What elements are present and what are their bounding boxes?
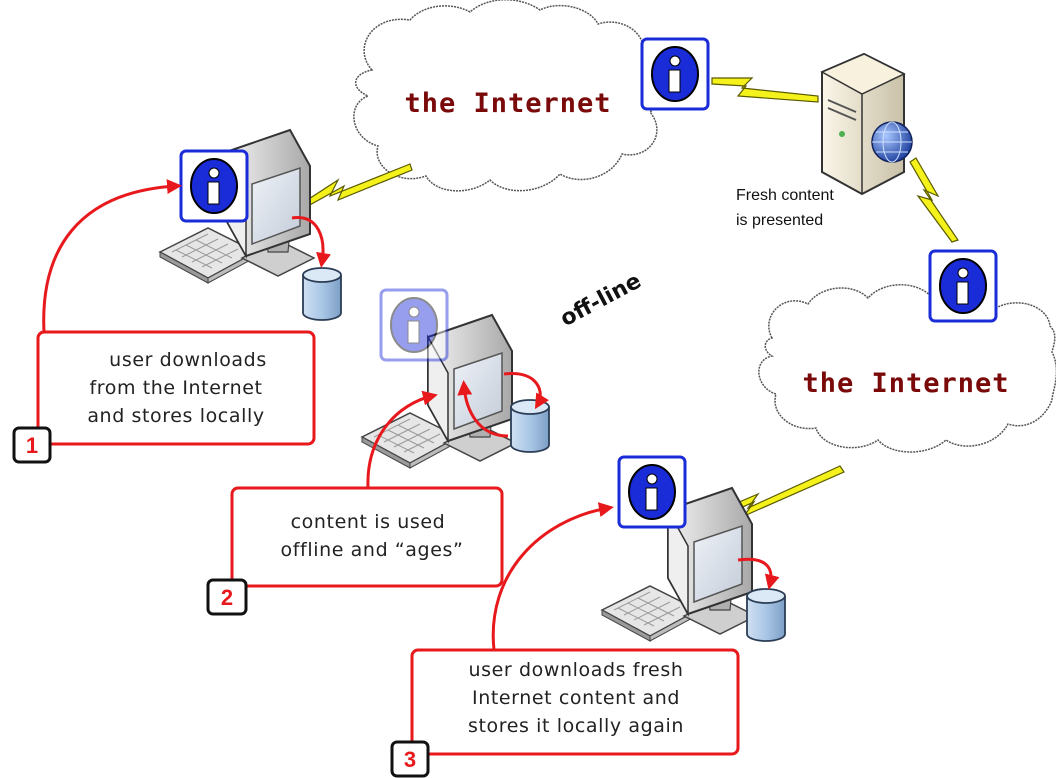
callout-step-3: user downloads fresh Internet content an…	[390, 648, 740, 778]
callout-line: from the Internet	[89, 377, 262, 399]
callout-step-1: user downloads from the Internet and sto…	[12, 330, 316, 464]
store-arrow	[503, 372, 550, 410]
info-icon	[928, 249, 998, 323]
callout-line: offline and “ages”	[281, 539, 464, 561]
flow-arrow-3	[491, 502, 614, 651]
lightning-icon	[294, 163, 413, 213]
step-badge	[206, 578, 248, 616]
step-number: 1	[26, 433, 38, 458]
step-badge	[390, 740, 430, 778]
cloud-icon	[353, 0, 665, 192]
internet-cloud-bottom: the Internet	[758, 284, 1056, 453]
step-badge	[12, 426, 52, 464]
server-icon	[820, 52, 913, 196]
info-icon	[640, 37, 710, 111]
database-icon	[302, 267, 342, 321]
server-note-line: is presented	[736, 212, 823, 229]
database-icon	[510, 399, 550, 453]
info-icon	[179, 149, 249, 223]
read-arrow	[457, 380, 509, 438]
cloud-label: the Internet	[404, 88, 611, 119]
callout-line: user downloads fresh	[468, 659, 683, 681]
callout-line: Internet content and	[472, 687, 680, 709]
step-number: 3	[404, 747, 416, 772]
cloud-icon	[758, 284, 1056, 453]
callout-step-2: content is used offline and “ages” 2	[206, 486, 504, 616]
lightning-icon	[711, 77, 819, 103]
callout-line: content is used	[291, 511, 446, 533]
lightning-icon	[909, 157, 959, 243]
info-icon-faded	[379, 288, 449, 362]
flow-arrow-1	[42, 179, 182, 333]
callout-line: stores it locally again	[468, 715, 684, 737]
callout-line: user downloads	[109, 349, 267, 371]
globe-icon	[871, 121, 913, 163]
flow-arrow-2	[366, 390, 438, 489]
offline-label: off-line	[556, 269, 645, 332]
callout-line: and stores locally	[87, 405, 264, 427]
store-arrow	[737, 557, 780, 590]
database-icon	[746, 588, 786, 642]
server-note-line: Fresh content	[736, 187, 834, 204]
info-icon	[617, 455, 687, 529]
store-arrow	[291, 216, 331, 268]
cloud-label: the Internet	[802, 368, 1009, 399]
step-number: 2	[221, 585, 233, 610]
internet-cloud-top: the Internet	[353, 0, 665, 192]
